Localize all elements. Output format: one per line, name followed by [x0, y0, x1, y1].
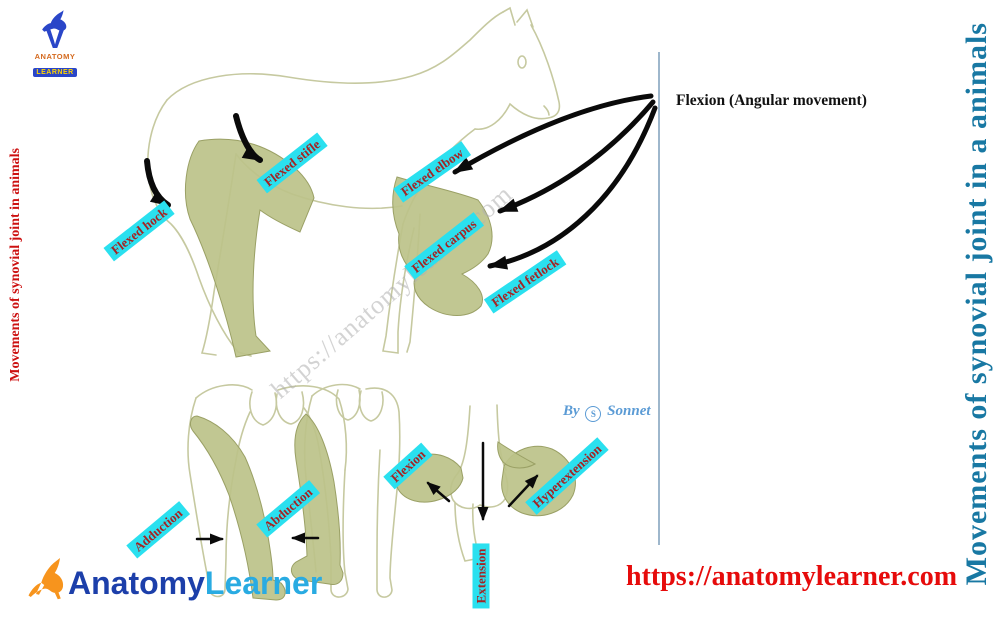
arrow-to-stifle	[233, 113, 263, 163]
sonnet-badge-icon: S	[585, 406, 602, 422]
logo-word-anatomy: Anatomy	[68, 565, 205, 601]
tail-lobe	[249, 391, 278, 426]
logo-word-learner: Learner	[204, 565, 323, 601]
flexion-angular-note: Flexion (Angular movement)	[676, 92, 867, 109]
right-vertical-title: Movements of synovial joint in a animals	[960, 22, 993, 586]
horse-head-outline	[474, 24, 561, 130]
byline: By S Sonnet	[563, 403, 651, 422]
byline-prefix: By	[563, 403, 580, 419]
arrow-flexion	[426, 481, 451, 503]
annotation-arrows	[144, 93, 658, 545]
logo-word-learner: LEARNER	[33, 68, 77, 77]
anatomylearner-logo-bottom: AnatomyLearner	[24, 556, 322, 602]
right-leg-outline	[365, 387, 401, 598]
rear-legs-abduction-diagram	[290, 383, 401, 598]
horse-ears	[502, 6, 534, 28]
leaping-animal-icon	[28, 558, 64, 600]
horse-nostril	[543, 105, 550, 116]
arrow-to-carpus	[497, 99, 656, 214]
hind-limb-flexed-region	[185, 138, 315, 358]
cannon-bone-left-line	[457, 405, 471, 474]
anatomylearner-logo-top: V ANATOMY LEARNER	[26, 10, 84, 79]
left-vertical-title: Movements of synovial joint in animals	[8, 148, 23, 382]
tail-lobe	[275, 391, 305, 425]
label-extension: Extension	[472, 543, 490, 609]
pelvis-outline-left	[311, 383, 361, 397]
horse-hindquarter-outline	[147, 99, 252, 357]
arrow-to-elbow	[452, 93, 654, 175]
joint-cap-shaded	[497, 441, 537, 469]
leaping-animal-icon	[42, 10, 67, 32]
tail-lobe	[358, 390, 384, 422]
arrow-to-hock	[144, 158, 171, 208]
horse-eye	[517, 55, 527, 69]
arrow-hyperextension	[507, 474, 539, 508]
website-url-link[interactable]: https://anatomylearner.com	[626, 561, 958, 592]
horse-back-neck-line	[166, 11, 504, 101]
byline-name: Sonnet	[607, 403, 651, 419]
pelvis-outline-left	[195, 384, 253, 399]
logo-monogram: V	[44, 22, 65, 55]
adducted-leg-shaded	[189, 415, 286, 601]
logo-word-anatomy: ANATOMY	[34, 52, 76, 61]
abducted-leg-shaded	[290, 413, 344, 585]
pelvis-outline-right	[277, 385, 348, 471]
arrow-to-fetlock	[487, 105, 658, 270]
